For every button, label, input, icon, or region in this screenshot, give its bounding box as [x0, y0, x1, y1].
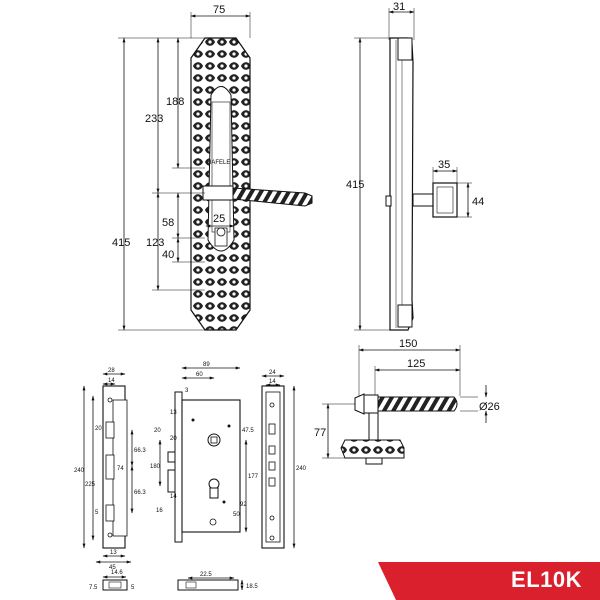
faceplate-latch-slot [105, 421, 115, 439]
lock-cylinder-bottom [209, 487, 219, 499]
handle-rose-base [340, 439, 405, 459]
dim-detail-d: 22.5 [200, 572, 212, 578]
strike-slot-b [268, 445, 276, 455]
dim-lock-cyl-pitch: 92 [240, 502, 247, 508]
lock-deadbolt [167, 469, 176, 493]
dim-faceplate-top: 5 [95, 510, 99, 516]
handle-end-cap [354, 393, 365, 415]
dim-faceplate-lower-pitch: 66.3 [134, 490, 146, 496]
handle-neck [363, 394, 379, 414]
dim-strike-top-b: 14 [269, 379, 276, 385]
faceplate-mid-slot [105, 454, 115, 480]
faceplate-view: 28 14 240 225 66.3 66.3 74 13 45 20 5 [74, 368, 146, 571]
lever-handle [232, 187, 313, 207]
side-top-cap [397, 37, 413, 61]
strike-slot-d [268, 477, 276, 487]
dim-front-handle-lower: 58 [162, 217, 174, 229]
handle-view: 150 125 Ø26 77 [314, 338, 500, 465]
dim-side-depth: 31 [393, 1, 405, 13]
side-rose-neck [412, 193, 434, 207]
detail-profile-a-inner [108, 581, 122, 589]
dim-handle-projection: 77 [314, 427, 326, 439]
dim-detail-b: 7.5 [89, 585, 98, 591]
lock-screw-b [227, 424, 231, 428]
dim-front-width: 75 [213, 4, 225, 16]
handle-stem [368, 412, 379, 442]
lock-latch [167, 451, 176, 463]
dim-lock-sq-pitch: 50 [233, 512, 240, 518]
handle-lever-twist [377, 396, 458, 412]
dim-lock-deadbolt: 14 [170, 494, 177, 500]
dim-strike-height: 240 [296, 466, 307, 472]
dim-handle-total: 150 [399, 338, 417, 350]
dim-detail-c: 5 [131, 585, 135, 591]
dim-lock-top: 13 [170, 410, 177, 416]
dim-faceplate-inner: 14 [108, 378, 115, 384]
strike-screw-mid [269, 515, 275, 521]
dim-lock-bolt-height: 180 [150, 464, 161, 470]
dim-lock-latch-offset: 20 [170, 436, 177, 442]
side-rose-inner [436, 186, 454, 214]
dim-strike-top-a: 24 [269, 370, 276, 376]
dim-faceplate-upper-pitch: 66.3 [134, 448, 146, 454]
strike-plate-view: 24 14 240 [261, 370, 307, 549]
dim-handle-lever: 125 [407, 358, 425, 370]
dim-lock-bolt-pitch: 47.5 [242, 428, 254, 434]
model-code: EL10K [511, 567, 582, 592]
dim-faceplate-bottom: 45 [109, 565, 116, 571]
lock-screw-a [191, 418, 195, 422]
model-tag: EL10K [368, 562, 600, 600]
dim-faceplate-width: 28 [108, 368, 115, 374]
faceplate-bolt-slot [105, 504, 115, 522]
dim-handle-diameter: Ø26 [479, 401, 500, 413]
dim-front-total-height: 415 [112, 237, 130, 249]
detail-profile-b-tab [185, 581, 197, 589]
dim-lock-backset: 60 [196, 372, 203, 378]
side-view: 31 415 35 44 [346, 1, 484, 331]
front-view: HAFELE 75 415 233 188 58 123 4 [112, 4, 313, 331]
dim-faceplate-side: 20 [95, 426, 102, 432]
lock-case [181, 399, 241, 533]
side-bottom-cap [397, 304, 413, 328]
lock-screw-d [209, 518, 217, 526]
dim-lock-latch: 20 [154, 428, 161, 434]
detail-profile-b [177, 579, 239, 591]
lever-rose [202, 185, 234, 201]
dim-lock-offset: 3 [185, 388, 189, 394]
dim-detail-a: 14.6 [111, 570, 123, 576]
dim-side-height: 415 [346, 179, 364, 191]
dim-faceplate-pitch: 74 [117, 466, 124, 472]
dim-lock-latch-height: 177 [248, 474, 259, 480]
dim-front-upper-height: 233 [145, 113, 163, 125]
lock-follower-square [210, 436, 218, 444]
strike-screw-top [269, 402, 275, 408]
dim-front-handle-upper: 188 [166, 96, 184, 108]
strike-slot-a [268, 423, 276, 435]
dim-lock-width: 89 [203, 362, 210, 368]
strike-slot-c [268, 461, 276, 471]
model-tag-background [378, 562, 600, 600]
dim-front-lock-height: 123 [146, 237, 164, 249]
dim-side-rose-height: 44 [472, 196, 484, 208]
side-spindle [385, 195, 392, 207]
dim-faceplate-bottom-inner: 13 [110, 550, 117, 556]
handle-backplate [365, 457, 383, 465]
dim-front-cylinder-offset: 40 [162, 249, 174, 261]
dim-front-cylinder-width: 25 [213, 213, 225, 225]
dim-lock-bottom: 16 [156, 508, 163, 514]
faceplate-screw-top [107, 397, 113, 403]
lock-screw-c [222, 500, 226, 504]
brand-mark: HAFELE [207, 160, 230, 166]
side-plate [389, 37, 414, 331]
dim-faceplate-height: 240 [74, 468, 85, 474]
strike-screw-bottom [269, 535, 275, 541]
cylinder-circle [216, 227, 226, 237]
dim-side-rose-width: 35 [438, 159, 450, 171]
lock-body-view: 89 60 3 13 20 20 47.5 180 177 14 16 92 5… [150, 362, 259, 543]
bottom-details: 14.6 7.5 5 22.5 18.5 [89, 570, 258, 591]
dim-faceplate-inner-height: 225 [85, 482, 96, 488]
faceplate-screw-bottom [107, 532, 113, 538]
dim-detail-e: 18.5 [246, 584, 258, 590]
